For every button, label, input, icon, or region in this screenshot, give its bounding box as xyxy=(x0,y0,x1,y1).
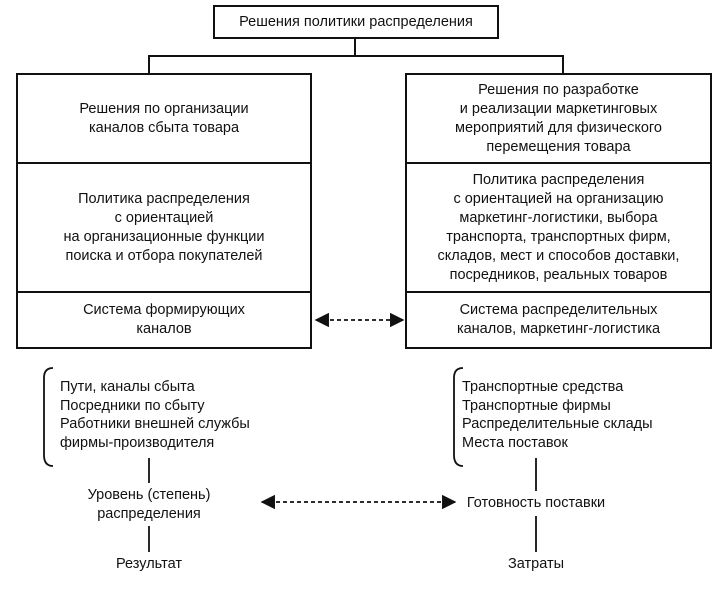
left-connector-vertical xyxy=(148,55,150,75)
left-policy-line: с ориентацией xyxy=(114,209,214,226)
right-policy-line: посредников, реальных товаров xyxy=(449,266,668,283)
left-system-line: каналов xyxy=(136,321,192,337)
left-header-cell: Решения по организации каналов сбыта тов… xyxy=(18,75,310,164)
right-logistics-list: Транспортные средства Транспортные фирмы… xyxy=(462,378,653,452)
left-decision-box: Решения по организации каналов сбыта тов… xyxy=(16,73,312,349)
distribution-level-line: распределения xyxy=(97,506,201,522)
left-policy-line: на организационные функции xyxy=(63,228,265,245)
left-channel-list: Пути, каналы сбыта Посредники по сбыту Р… xyxy=(60,378,250,452)
right-connector-vertical xyxy=(562,55,564,75)
right-decision-box: Решения по разработке и реализации марке… xyxy=(405,73,712,349)
right-system-cell: Система распределительных каналов, марке… xyxy=(407,293,710,347)
right-header-line: Решения по разработке xyxy=(478,81,639,98)
list-item: Работники внешней службы xyxy=(60,416,250,432)
right-header-line: мероприятий для физического xyxy=(455,119,662,136)
title-text: Решения политики распределения xyxy=(239,13,473,30)
right-header-cell: Решения по разработке и реализации марке… xyxy=(407,75,710,164)
left-policy-line: Политика распределения xyxy=(78,190,250,207)
top-connector-horizontal xyxy=(148,55,564,57)
list-item: Пути, каналы сбыта xyxy=(60,379,195,395)
title-connector-vertical xyxy=(354,38,356,56)
right-list-bracket xyxy=(453,367,464,467)
left-policy-line: поиска и отбора покупателей xyxy=(65,247,263,264)
right-policy-line: транспорта, транспортных фирм, xyxy=(446,228,671,245)
left-list-bracket xyxy=(43,367,54,467)
right-header-line: перемещения товара xyxy=(486,138,631,155)
left-system-line: Система формирующих xyxy=(83,302,245,318)
right-policy-line: маркетинг-логистики, выбора xyxy=(459,209,658,226)
left-system-cell: Система формирующих каналов xyxy=(18,293,310,347)
list-item: Посредники по сбыту xyxy=(60,397,205,414)
delivery-readiness-label: Готовность поставки xyxy=(456,494,616,513)
right-policy-line: с ориентацией на организацию xyxy=(453,190,664,207)
title-box: Решения политики распределения xyxy=(213,5,499,39)
right-policy-line: Политика распределения xyxy=(472,171,645,188)
left-policy-cell: Политика распределения с ориентацией на … xyxy=(18,164,310,293)
right-header-line: и реализации маркетинговых xyxy=(459,100,658,117)
right-policy-cell: Политика распределения с ориентацией на … xyxy=(407,164,710,293)
list-item: Транспортные средства xyxy=(462,379,624,395)
distribution-level-line: Уровень (степень) xyxy=(87,487,211,503)
result-label: Результат xyxy=(116,556,182,572)
distribution-level-label: Уровень (степень) распределения xyxy=(49,486,249,524)
right-system-line: каналов, маркетинг-логистика xyxy=(456,321,661,337)
left-header-line: Решения по организации xyxy=(79,100,249,117)
list-item: Распределительные склады xyxy=(462,416,653,432)
right-system-line: Система распределительных xyxy=(459,302,658,318)
left-header-line: каналов сбыта товара xyxy=(88,119,240,136)
list-item: Места поставок xyxy=(462,434,568,451)
costs-label: Затраты xyxy=(507,556,565,572)
list-item: фирмы-производителя xyxy=(60,434,215,451)
list-item: Транспортные фирмы xyxy=(462,397,611,414)
right-policy-line: складов, мест и способов доставки, xyxy=(437,247,680,264)
